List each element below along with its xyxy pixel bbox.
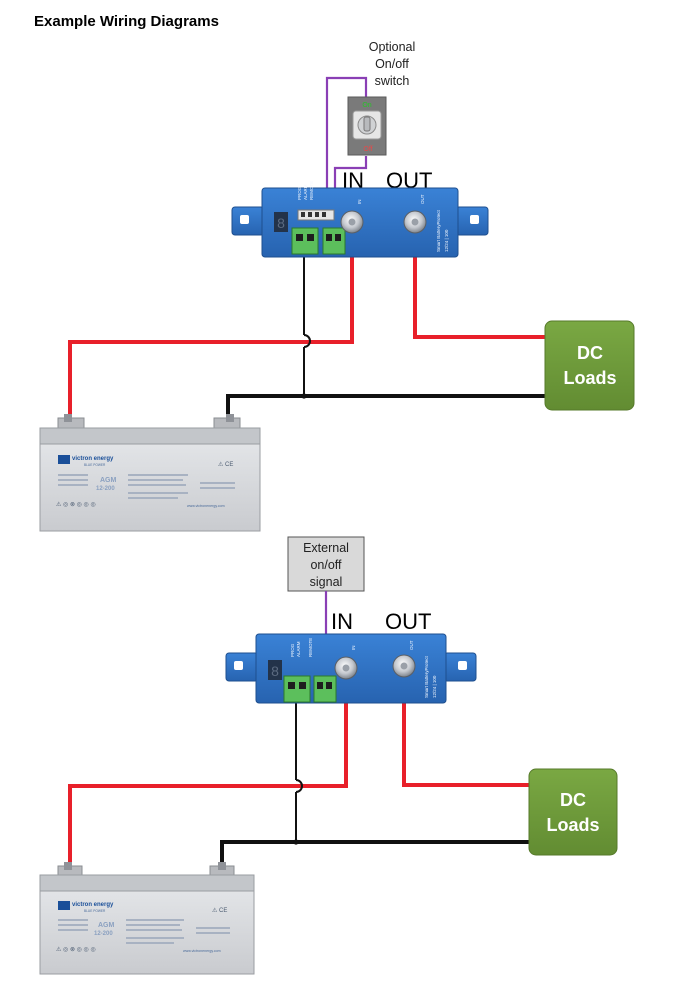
svg-text:OUT: OUT xyxy=(409,640,414,650)
svg-text:OUT: OUT xyxy=(420,194,425,204)
negative-wire-battery-loads xyxy=(226,394,546,420)
dc-loads-box-2: DC Loads xyxy=(528,768,618,856)
switch-label-line-3: switch xyxy=(375,74,410,88)
signal-label-line-3: signal xyxy=(310,575,343,589)
svg-text:⚠ CE: ⚠ CE xyxy=(212,907,227,914)
battery-protect-device-2: 8 PROG ALARM REMOTE IN OUT Smart Battery… xyxy=(225,633,477,704)
ground-wire-2-hop xyxy=(295,779,303,793)
seven-segment-display-icon-2: 8 xyxy=(268,660,282,680)
dc-loads-box-1: DC Loads xyxy=(544,320,635,411)
page-title: Example Wiring Diagrams xyxy=(34,13,219,30)
toggle-switch-icon: On Off xyxy=(347,96,387,156)
battery-tagline-1: BLUE POWER xyxy=(84,463,106,467)
svg-text:PROG: PROG xyxy=(290,643,295,657)
battery-url-1: www.victronenergy.com xyxy=(187,504,225,508)
device-rating-1: 12/24 | 100 xyxy=(444,229,449,252)
svg-text:IN: IN xyxy=(357,200,362,205)
battery-brand-2: victron energy xyxy=(72,902,114,908)
positive-wire-battery-in-2 xyxy=(68,672,348,868)
svg-text:REMOTE: REMOTE xyxy=(309,181,314,200)
in-label: IN xyxy=(342,168,364,193)
diagram-1: Optional On/off switch On Off IN OUT xyxy=(39,40,635,532)
svg-text:8: 8 xyxy=(271,663,279,679)
signal-label-line-2: on/off xyxy=(310,558,342,572)
positive-wire-out-loads xyxy=(413,222,546,339)
dc-loads-line-1: DC xyxy=(577,343,603,363)
device-name-2: Smart BatteryProtect xyxy=(424,655,429,698)
svg-text:8: 8 xyxy=(277,215,285,231)
dc-loads-2-line-1: DC xyxy=(560,790,586,810)
switch-off-label: Off xyxy=(363,146,372,153)
svg-text:ALARM: ALARM xyxy=(296,641,301,657)
svg-text:⚠ ◎ ⊗ ◎ ◎ ◎: ⚠ ◎ ⊗ ◎ ◎ ◎ xyxy=(56,946,96,953)
svg-text:ALARM: ALARM xyxy=(303,184,308,200)
device-name-1: Smart BatteryProtect xyxy=(436,209,441,252)
battery-url-2: www.victronenergy.com xyxy=(183,949,221,953)
battery-icon-2: victron energy BLUE POWER AGM 12-200 ⚠ C… xyxy=(39,862,255,975)
device-rating-2: 12/24 | 100 xyxy=(432,675,437,698)
terminal-block-icon xyxy=(291,227,346,255)
battery-tagline-2: BLUE POWER xyxy=(84,909,106,913)
battery-brand-1: victron energy xyxy=(72,456,114,462)
switch-on-label: On xyxy=(362,102,371,109)
switch-label-line-1: Optional xyxy=(369,40,416,54)
negative-wire-battery-loads-2 xyxy=(220,840,530,868)
svg-text:PROG: PROG xyxy=(297,186,302,200)
ground-junction-1 xyxy=(301,393,307,399)
dc-loads-2-line-2: Loads xyxy=(546,815,599,835)
svg-text:⚠ ◎ ⊗ ◎ ◎ ◎: ⚠ ◎ ⊗ ◎ ◎ ◎ xyxy=(56,501,96,508)
ground-junction-2 xyxy=(293,839,299,845)
battery-model-2b: 12-200 xyxy=(94,931,113,937)
positive-wire-out-loads-2 xyxy=(402,669,530,787)
dc-loads-line-2: Loads xyxy=(563,368,616,388)
svg-text:IN: IN xyxy=(351,646,356,651)
ground-wire-1-hop xyxy=(303,334,311,348)
switch-label-line-2: On/off xyxy=(375,57,409,71)
seven-segment-display-icon: 8 xyxy=(274,212,288,232)
out-label-2: OUT xyxy=(385,609,431,634)
in-label-2: IN xyxy=(331,609,353,634)
svg-text:REMOTE: REMOTE xyxy=(308,638,313,657)
signal-wire-1a xyxy=(325,76,368,215)
positive-wire-battery-in xyxy=(68,226,354,420)
battery-model-2a: AGM xyxy=(98,922,115,929)
battery-model-1b: 12-200 xyxy=(96,486,115,492)
signal-label-line-1: External xyxy=(303,541,349,555)
terminal-block-icon-2 xyxy=(283,675,337,703)
external-signal-box: External on/off signal xyxy=(287,536,365,592)
svg-text:⚠ CE: ⚠ CE xyxy=(218,461,233,468)
battery-protect-device-1: 8 PROG ALARM REMOTE xyxy=(231,181,489,258)
diagram-2: External on/off signal IN OUT 8 PROG xyxy=(39,536,618,975)
battery-icon: victron energy BLUE POWER AGM 12-200 ⚠ C… xyxy=(39,414,261,532)
battery-model-1a: AGM xyxy=(100,477,117,484)
